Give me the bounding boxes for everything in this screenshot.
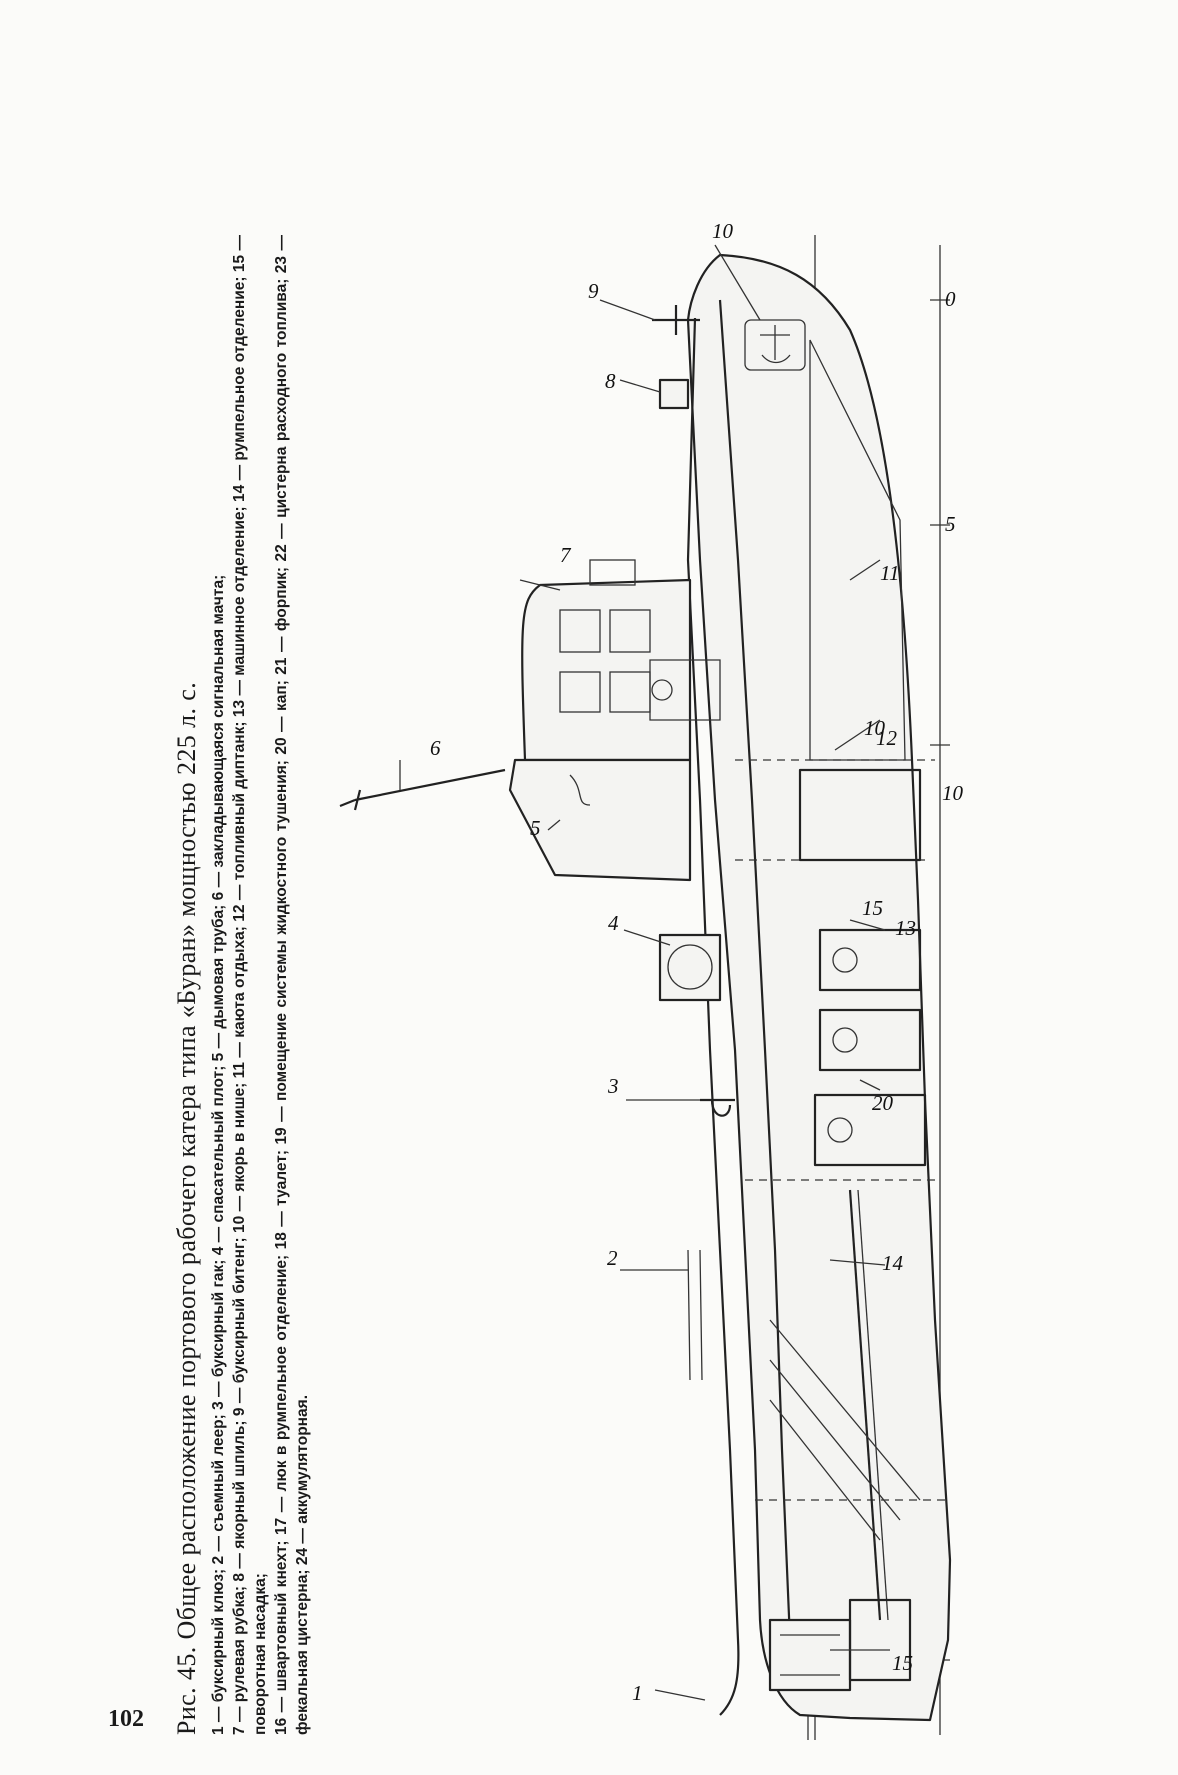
callout-10-frame: 10 [864,716,886,740]
funnel [508,758,692,882]
wheelhouse [521,578,692,762]
callout-4: 4 [608,911,619,935]
callout-5: 5 [530,816,541,840]
frame-10-label: 10 [942,781,964,805]
callout-13: 13 [895,916,916,940]
callout-15-inner: 15 [862,896,883,920]
life-raft [658,933,722,1002]
callout-7: 7 [560,543,572,567]
anchor-recess [744,319,806,371]
steering-compartment [769,1319,921,1541]
bulwark-line [686,317,740,1716]
funnel-emblem [569,774,591,806]
anchor-windlass [658,378,690,410]
callout-14: 14 [882,1251,904,1275]
towing-hook [700,1098,735,1117]
towing-bitt [652,305,700,335]
callout-6: 6 [430,736,441,760]
frame-0-label: 0 [945,287,956,311]
propeller-shaft [857,1189,889,1621]
signal-mast [339,768,506,811]
callout-3: 3 [607,1074,619,1098]
callout-10: 10 [712,219,734,243]
wheelhouse-door [649,659,721,721]
callout-20: 20 [872,1091,894,1115]
porthole [651,679,673,701]
rotating-nozzle [768,1598,912,1692]
callout-15: 15 [892,1651,913,1675]
wheelhouse-windows [559,559,651,713]
page-number: 102 [108,1706,144,1732]
callout-9: 9 [588,279,599,303]
railing [687,1249,703,1381]
frame-5-label: 5 [945,512,956,536]
callout-2: 2 [607,1246,618,1270]
callout-1: 1 [632,1681,643,1705]
engine-room [798,768,927,1167]
callout-11: 11 [880,561,899,585]
callout-leaders [519,244,890,1701]
callout-12: 12 [876,726,898,750]
deck-line [718,299,792,1641]
callout-8: 8 [605,369,616,393]
